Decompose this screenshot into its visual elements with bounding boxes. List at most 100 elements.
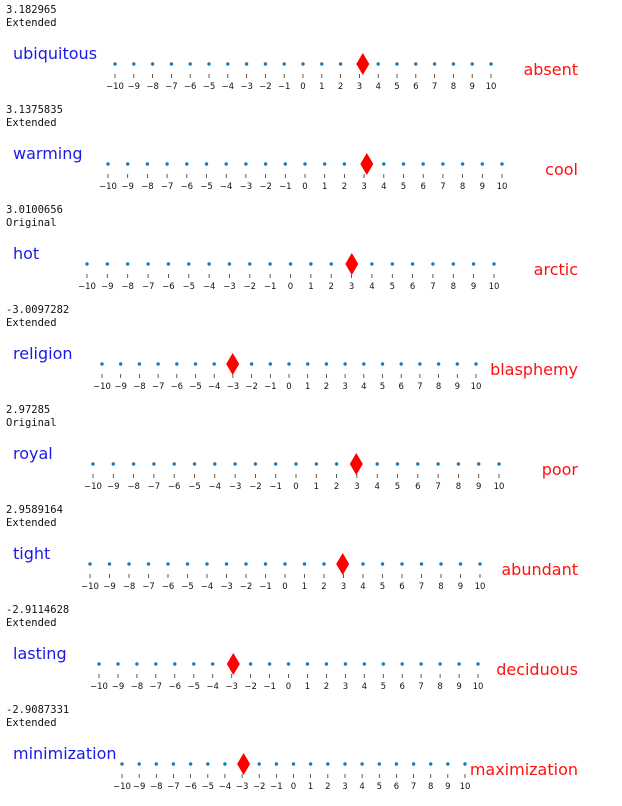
- axis-dot: [263, 162, 268, 166]
- axis-dot: [113, 62, 117, 66]
- axis-dot: [476, 662, 480, 666]
- axis-dot: [173, 662, 177, 666]
- tick-label: −9: [128, 82, 141, 92]
- right-word: abundant: [501, 560, 578, 579]
- tick-label: −9: [112, 682, 125, 692]
- tick-label: 10: [489, 282, 500, 292]
- tick-label: −2: [244, 682, 257, 692]
- score-kind: Extended: [6, 517, 57, 529]
- axis-dot: [377, 762, 381, 766]
- axis-dot: [451, 62, 456, 66]
- axis-dot: [322, 562, 326, 566]
- axis-dot: [244, 562, 248, 566]
- tick-label: 0: [288, 282, 293, 292]
- value-marker: [345, 253, 359, 275]
- tick-label: 4: [362, 682, 367, 692]
- axis-dot: [257, 762, 261, 766]
- tick-label: 6: [413, 82, 418, 92]
- axis-dot: [212, 362, 216, 366]
- axis-dot: [342, 162, 347, 166]
- tick-label: −6: [162, 282, 175, 292]
- tick-label: −9: [114, 382, 127, 392]
- axis-dot: [441, 162, 445, 166]
- left-word: tight: [13, 544, 51, 563]
- tick-label: 5: [394, 82, 399, 92]
- tick-label: −3: [220, 582, 233, 592]
- score-value: 3.0100656: [6, 204, 63, 216]
- left-word: religion: [13, 344, 73, 363]
- axis-dot: [127, 562, 131, 566]
- tick-label: −1: [270, 782, 283, 792]
- tick-label: −6: [171, 382, 184, 392]
- axis-dot: [380, 362, 385, 366]
- axis-dot: [302, 562, 307, 566]
- axis-dot: [308, 762, 313, 766]
- tick-label: 4: [375, 82, 380, 92]
- axis-dot: [126, 162, 130, 166]
- tick-label: −7: [150, 682, 163, 692]
- tick-label: 3: [341, 582, 346, 592]
- axis-dot: [419, 562, 424, 566]
- tick-label: 2: [324, 382, 329, 392]
- tick-label: 7: [435, 482, 440, 492]
- score-kind: Original: [6, 417, 57, 429]
- axis-dot: [106, 162, 110, 166]
- axis-dot: [207, 62, 211, 66]
- left-word: minimization: [13, 744, 117, 763]
- axis-dot: [154, 762, 158, 766]
- axis-dot: [419, 662, 423, 666]
- tick-label: 8: [436, 382, 441, 392]
- tick-label: −10: [99, 182, 117, 192]
- tick-label: −10: [84, 482, 102, 492]
- axis-dot: [226, 62, 230, 66]
- axis-dot: [119, 362, 123, 366]
- axis-dot: [193, 362, 198, 366]
- tick-label: −2: [245, 382, 258, 392]
- tick-label: 2: [334, 482, 339, 492]
- axis-dot: [88, 562, 92, 566]
- tick-label: 10: [460, 782, 471, 792]
- axis-dot: [248, 262, 252, 266]
- tick-label: −5: [202, 782, 215, 792]
- tick-label: −10: [93, 382, 111, 392]
- axis-dot: [460, 162, 465, 166]
- axis-dot: [362, 662, 366, 666]
- tick-label: −9: [103, 582, 116, 592]
- tick-label: −3: [225, 682, 238, 692]
- tick-label: 1: [314, 482, 319, 492]
- axis-dot: [287, 362, 291, 366]
- tick-label: 8: [456, 482, 461, 492]
- axis-dot: [268, 262, 272, 266]
- axis-dot: [455, 362, 459, 366]
- tick-label: −1: [269, 482, 282, 492]
- tick-label: −8: [127, 482, 140, 492]
- tick-label: −1: [263, 682, 276, 692]
- axis-dot: [137, 362, 142, 366]
- axis-dot: [224, 562, 229, 566]
- axis-dot: [431, 262, 435, 266]
- axis-dot: [294, 462, 298, 466]
- axis-dot: [395, 462, 400, 466]
- tick-label: −9: [101, 282, 114, 292]
- tick-label: −6: [184, 82, 197, 92]
- axis-dot: [421, 162, 425, 166]
- tick-label: −7: [152, 382, 165, 392]
- tick-label: −1: [264, 282, 277, 292]
- left-word: hot: [13, 244, 40, 263]
- axis-dot: [274, 462, 278, 466]
- tick-label: −2: [259, 82, 272, 92]
- tick-label: 4: [360, 582, 365, 592]
- axis-dot: [111, 462, 116, 466]
- tick-label: 3: [343, 682, 348, 692]
- left-word: ubiquitous: [13, 44, 98, 63]
- axis-dot: [97, 662, 101, 666]
- tick-label: 6: [399, 682, 404, 692]
- axis-dot: [213, 462, 217, 466]
- right-word: poor: [541, 460, 578, 479]
- tick-label: 1: [308, 782, 313, 792]
- tick-label: 9: [458, 582, 463, 592]
